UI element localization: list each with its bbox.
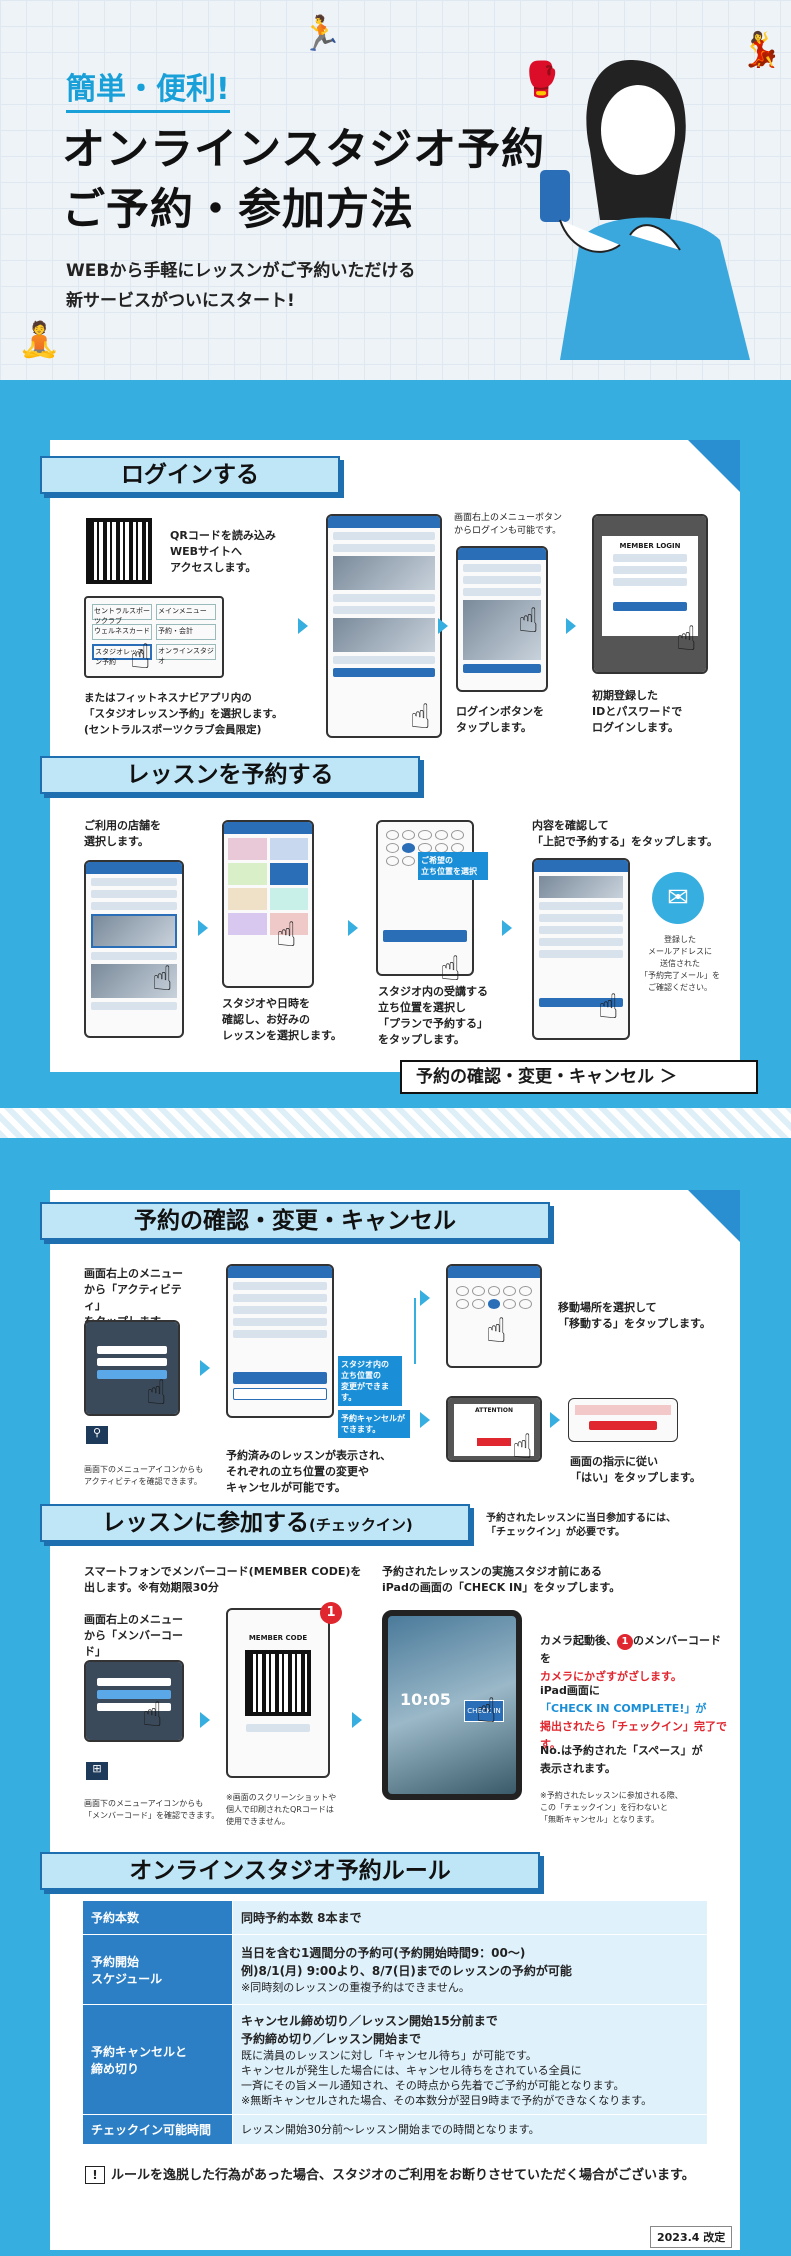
step-arrow	[198, 920, 208, 936]
step-arrow	[200, 1712, 210, 1728]
change-position-badge: スタジオ内の 立ち位置の 変更ができます。	[338, 1356, 402, 1406]
boxing-icon: 🥊	[520, 60, 563, 100]
no-show-note: ※予約されたレッスンに参加される際、 この「チェックイン」を行わないと 「無断キ…	[540, 1791, 683, 1824]
tap-hand-icon: ☝	[518, 601, 539, 641]
store-select-screenshot	[84, 860, 184, 1038]
tap-hand-icon: ☝	[130, 637, 151, 677]
tap-hand-icon: ☝	[410, 697, 431, 737]
connector-line	[414, 1298, 416, 1364]
menu-screenshot	[456, 546, 548, 692]
step-arrow	[566, 618, 576, 634]
screenshot-note: ※画面のスクリーンショットや 個人で印刷されたQRコードは 使用できません。	[226, 1793, 337, 1826]
tap-hand-icon: ☝	[676, 619, 697, 659]
activity-footer-note: 画面下のメニューアイコンからも アクティビティを確認できます。	[84, 1465, 204, 1486]
tagline: 簡単・便利!	[66, 64, 230, 113]
store-select-instruction: ご利用の店舗を 選択します。	[84, 819, 161, 848]
app-instruction: またはフィットネスナビアプリ内の 「スタジオレッスン予約」を選択します。 (セン…	[84, 692, 283, 736]
step-arrow	[420, 1412, 430, 1428]
table-row: 予約開始 スケジュール 当日を含む1週間分の予約可(予約開始時間9：00～) 例…	[82, 1934, 708, 2005]
checkin-requirement-note: 予約されたレッスンに当日参加するには、 「チェックイン」が必要です。	[486, 1513, 676, 1538]
step-number-badge: 1	[320, 1602, 342, 1624]
step-arrow	[200, 1360, 210, 1376]
ipad-instruction: 予約されたレッスンの実施スタジオ前にある iPadの画面の「CHECK IN」を…	[382, 1565, 621, 1594]
woman-with-phone-illustration	[540, 60, 750, 360]
tap-hand-icon: ☝	[486, 1311, 507, 1351]
rules-table: 予約本数 同時予約本数 8本まで 予約開始 スケジュール 当日を含む1週間分の予…	[82, 1900, 708, 2145]
menu-instruction: 画面右上のメニューボタン からログインも可能です。	[454, 513, 563, 536]
tap-hand-icon: ☝	[276, 915, 297, 955]
table-row: チェックイン可能時間 レッスン開始30分前～レッスン開始までの時間となります。	[82, 2114, 708, 2145]
divider-stripes	[0, 1108, 791, 1138]
reservation-list-screenshot	[226, 1264, 334, 1418]
qr-instruction: QRコードを読み込み WEBサイトへ アクセスします。	[170, 529, 276, 574]
athlete-icon: 🏃	[300, 14, 343, 54]
member-code-screenshot: MEMBER CODE	[226, 1608, 330, 1778]
member-code-menu-screenshot	[84, 1660, 184, 1742]
login-button-instruction: ログインボタンを タップします。	[456, 705, 544, 734]
cancel-badge: 予約キャンセルが できます。	[338, 1410, 410, 1438]
manage-reservation-link[interactable]: 予約の確認・変更・キャンセル ＞	[400, 1060, 758, 1094]
step-arrow	[352, 1712, 362, 1728]
login-form-screenshot: MEMBER LOGIN	[592, 514, 708, 674]
step-arrow	[438, 618, 448, 634]
qr-code[interactable]	[86, 518, 152, 584]
step-arrow	[550, 1412, 560, 1428]
revision-date: 2023.4 改定	[650, 2226, 733, 2248]
lesson-list-screenshot	[222, 820, 314, 988]
section-heading-manage: 予約の確認・変更・キャンセル	[40, 1202, 550, 1240]
tap-hand-icon: ☝	[598, 987, 619, 1027]
confirm-yes-instruction: 画面の指示に従い 「はい」をタップします。	[570, 1455, 701, 1484]
tap-hand-icon: ☝	[152, 959, 173, 999]
confirm-screenshot	[532, 858, 630, 1040]
section-heading-login: ログインする	[40, 456, 340, 494]
mail-note: 登録した メールアドレスに 送信された 「予約完了メール」を ご確認ください。	[640, 935, 720, 992]
store-list-screenshot	[326, 514, 442, 738]
space-number-instruction: No.は予約された「スペース」が 表示されます。	[540, 1744, 703, 1775]
rules-warning: !ルールを逸脱した行為があった場合、スタジオのご利用をお断りさせていただく場合が…	[85, 2164, 725, 2184]
tap-hand-icon: ☝	[476, 1691, 497, 1731]
table-row: 予約キャンセルと 締め切り キャンセル締め切り／レッスン開始15分前まで 予約締…	[82, 2004, 708, 2115]
section-heading-rules: オンラインスタジオ予約ルール	[40, 1852, 540, 1890]
activity-footer-icon[interactable]: ⚲	[86, 1426, 108, 1444]
tap-hand-icon: ☝	[146, 1373, 167, 1413]
yoga-icon: 🧘	[18, 320, 61, 360]
hero-section: 🏃 🧘 🥊 💃 簡単・便利! オンラインスタジオ予約 ご予約・参加方法 WEBか…	[0, 0, 791, 380]
lead-text: WEBから手軽にレッスンがご予約いただける 新サービスがついにスタート!	[66, 261, 416, 311]
step-arrow	[420, 1290, 430, 1306]
confirm-instruction: 内容を確認して 「上記で予約する」をタップします。	[532, 819, 718, 848]
move-position-screenshot	[446, 1264, 542, 1368]
table-row: 予約本数 同時予約本数 8本まで	[82, 1900, 708, 1935]
section-heading-checkin: レッスンに参加する(チェックイン)	[40, 1504, 470, 1542]
complete-dialog-screenshot	[568, 1398, 678, 1442]
tap-hand-icon: ☝	[512, 1427, 533, 1467]
member-code-footer-note: 画面下のメニューアイコンからも 「メンバーコード」を確認できます。	[84, 1799, 220, 1820]
position-badge: ご希望の 立ち位置を選択	[418, 852, 488, 880]
step-arrow	[348, 920, 358, 936]
step-arrow	[502, 920, 512, 936]
step-arrow	[298, 618, 308, 634]
reservation-list-instruction: 予約済みのレッスンが表示され、 それぞれの立ち位置の変更や キャンセルが可能です…	[226, 1449, 392, 1494]
page-title: オンラインスタジオ予約 ご予約・参加方法	[62, 125, 546, 235]
member-code-intro: スマートフォンでメンバーコード(MEMBER CODE)を 出します。※有効期限…	[84, 1565, 362, 1594]
checkin-complete-instruction: iPad画面に 「CHECK IN COMPLETE!」が 掲出されたら「チェッ…	[540, 1684, 727, 1751]
activity-menu-screenshot	[84, 1320, 180, 1416]
member-code-footer-icon[interactable]: ⊞	[86, 1762, 108, 1780]
tap-hand-icon: ☝	[440, 949, 461, 989]
credential-instruction: 初期登録した IDとパスワードで ログインします。	[592, 689, 683, 734]
ipad-checkin-screen: 10:05 CHECK IN	[382, 1610, 522, 1800]
lesson-select-instruction: スタジオや日時を 確認し、お好みの レッスンを選択します。	[222, 997, 342, 1042]
mail-icon: ✉	[652, 872, 704, 924]
move-instruction: 移動場所を選択して 「移動する」をタップします。	[558, 1301, 711, 1330]
warning-icon: !	[85, 2166, 105, 2184]
section-heading-reserve: レッスンを予約する	[40, 756, 420, 794]
app-menu-screenshot: セントラルスポーツクラブ メインメニュー ウェルネスカード 予約・会計 スタジオ…	[84, 596, 224, 678]
member-qr-code	[245, 1650, 311, 1716]
tap-hand-icon: ☝	[142, 1695, 163, 1735]
position-instruction: スタジオ内の受講する 立ち位置を選択し 「プランで予約する」 をタップします。	[378, 985, 488, 1046]
dance-icon: 💃	[740, 30, 783, 70]
attention-dialog-screenshot: ATTENTION	[446, 1396, 542, 1462]
ipad-checkin-button[interactable]: CHECK IN	[464, 1700, 504, 1722]
